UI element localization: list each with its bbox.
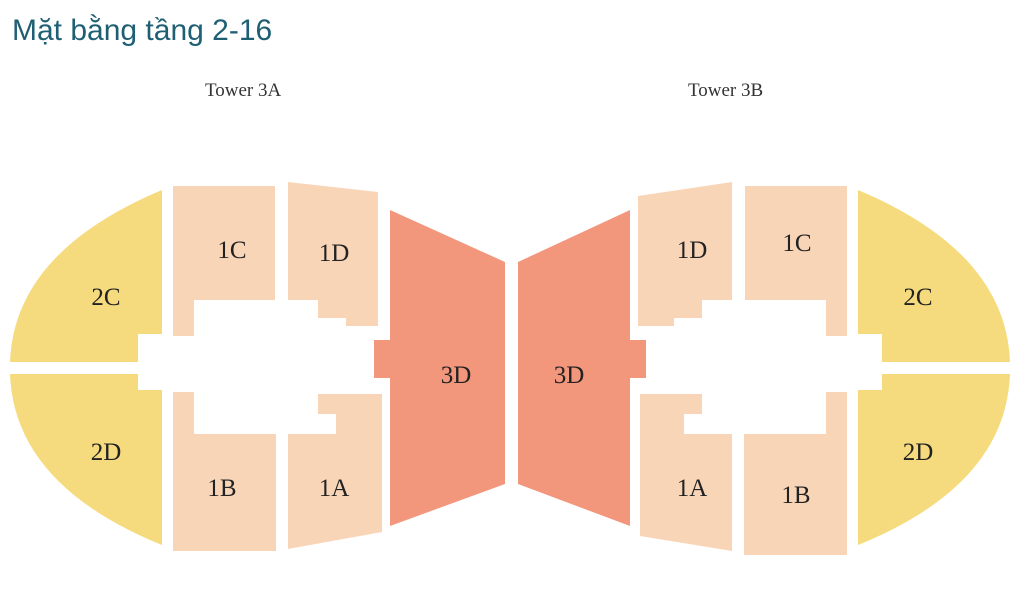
unit-1a-label-tower-3a: 1A — [319, 475, 350, 502]
unit-2d-tower-3a[interactable] — [10, 374, 162, 545]
unit-2c-tower-3a[interactable] — [10, 190, 162, 362]
unit-1b-label-tower-3b: 1B — [781, 482, 810, 509]
page-title: Mặt bằng tầng 2-16 — [12, 14, 273, 47]
unit-1d-tower-3a[interactable] — [288, 182, 378, 326]
unit-1b-label-tower-3a: 1B — [207, 475, 236, 502]
unit-3d-label-tower-3b: 3D — [554, 362, 585, 389]
unit-1d-tower-3b[interactable] — [638, 182, 732, 326]
unit-1b-tower-3a[interactable] — [173, 392, 276, 551]
unit-3d-tower-3b[interactable] — [518, 210, 646, 526]
tower-3b-label: Tower 3B — [688, 80, 764, 101]
unit-3d-label-tower-3a: 3D — [441, 362, 472, 389]
unit-3d-tower-3a[interactable] — [374, 210, 505, 526]
unit-1b-tower-3b[interactable] — [744, 392, 847, 555]
unit-1c-tower-3a[interactable] — [173, 186, 275, 336]
unit-2d-label-tower-3a: 2D — [91, 439, 122, 466]
unit-1a-tower-3b[interactable] — [640, 394, 732, 551]
unit-1d-label-tower-3a: 1D — [319, 240, 350, 267]
unit-2c-label-tower-3b: 2C — [903, 284, 932, 311]
unit-1a-label-tower-3b: 1A — [677, 475, 708, 502]
unit-2d-tower-3b[interactable] — [858, 374, 1010, 545]
unit-2c-tower-3b[interactable] — [858, 190, 1010, 362]
unit-1c-tower-3b[interactable] — [745, 186, 847, 336]
unit-1c-label-tower-3b: 1C — [782, 230, 811, 257]
tower-3a-label: Tower 3A — [205, 80, 282, 101]
tower-3b-plan: 2C 2D 1C 1D 1B 1A 3D — [518, 182, 1010, 555]
unit-1c-label-tower-3a: 1C — [217, 237, 246, 264]
unit-1a-tower-3a[interactable] — [288, 394, 382, 549]
unit-1d-label-tower-3b: 1D — [677, 237, 708, 264]
unit-2c-label-tower-3a: 2C — [91, 284, 120, 311]
tower-3a-plan: 2C 2D 1C 1D 1B 1A 3D — [10, 182, 505, 551]
unit-2d-label-tower-3b: 2D — [903, 439, 934, 466]
